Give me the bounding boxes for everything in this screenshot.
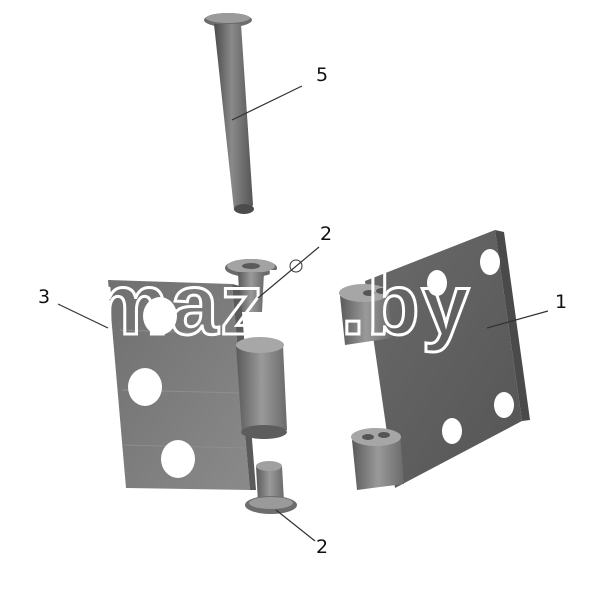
callout-1: 1	[555, 291, 567, 313]
leaf-hole	[442, 418, 462, 444]
callout-2-top: 2	[320, 223, 332, 245]
part-2-bushing-bottom	[245, 461, 297, 514]
part-5-pin	[204, 13, 254, 214]
part-1-right-leaf	[339, 230, 530, 490]
leader-line-5	[231, 85, 303, 121]
callout-5: 5	[316, 64, 328, 86]
watermark-text: mazik.by	[92, 257, 471, 353]
callout-2-bottom: 2	[316, 536, 328, 558]
leader-marker	[289, 259, 303, 273]
leaf-hole	[494, 392, 514, 418]
leaf-hole	[128, 368, 162, 406]
leader-line-2-top	[257, 246, 320, 299]
part-2-bushing-top	[225, 259, 277, 312]
leaf-hole	[161, 440, 195, 478]
leader-line-1	[486, 310, 549, 329]
leaf-hole	[480, 249, 500, 275]
leader-line-3	[57, 303, 109, 329]
callout-3: 3	[38, 286, 50, 308]
leader-line-2-bottom	[275, 509, 316, 542]
leaf-hole	[427, 270, 447, 296]
part-3-left-leaf	[108, 280, 287, 490]
leaf-hole	[143, 297, 177, 335]
